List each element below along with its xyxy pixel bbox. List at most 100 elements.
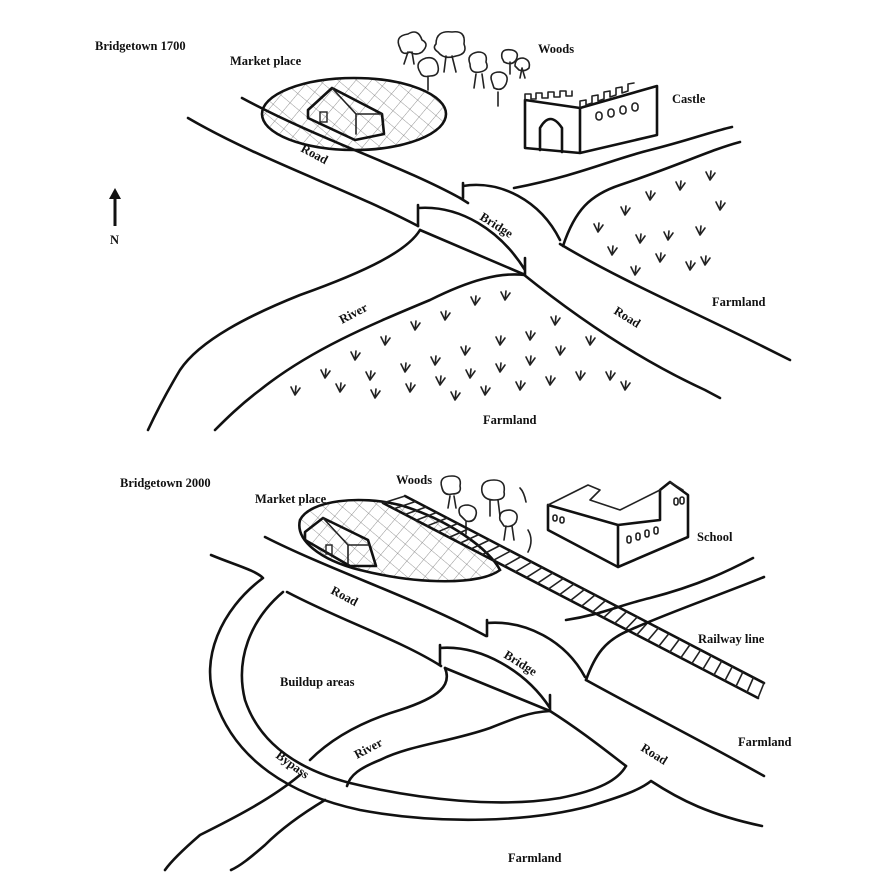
bypass-outer-edge xyxy=(208,553,764,828)
road-2000-bridge-span xyxy=(443,666,552,713)
crop-tuft-icon xyxy=(370,388,381,399)
railway-tie xyxy=(635,621,649,636)
railway-tie xyxy=(724,665,734,682)
crop-tuft-icon xyxy=(575,370,586,381)
railway-tie xyxy=(547,577,565,590)
river-label: River xyxy=(337,300,370,327)
map-2000: Bridgetown 2000 Market place Woods Schoo… xyxy=(120,473,792,872)
crop-tuft-icon xyxy=(495,335,506,346)
railway-tie xyxy=(668,638,681,653)
railway-tie xyxy=(679,643,691,659)
crop-tuft-icon xyxy=(410,320,421,331)
railway-tie xyxy=(514,561,533,573)
railway-tie xyxy=(691,649,702,665)
railway-tie xyxy=(536,572,554,585)
castle-label: Castle xyxy=(672,92,706,106)
bridge-1700-icon xyxy=(416,181,562,276)
farmland-east-label-2000: Farmland xyxy=(738,735,792,749)
woods-label: Woods xyxy=(538,42,574,56)
farmland-east-label: Farmland xyxy=(712,295,766,309)
farmland-south-label: Farmland xyxy=(483,413,537,427)
market-place-2000 xyxy=(298,498,502,583)
woods-1700-icon xyxy=(397,30,531,107)
crop-tuft-icon xyxy=(705,170,716,181)
crop-tuft-icon xyxy=(350,350,361,361)
river-1700-east-bank xyxy=(561,140,742,248)
crop-tuft-icon xyxy=(555,345,566,356)
railway-tie xyxy=(404,506,427,516)
crop-tuft-icon xyxy=(605,370,616,381)
bypass-label: Bypass xyxy=(273,748,312,781)
railway-tie xyxy=(646,627,660,642)
railway-tie xyxy=(735,671,744,688)
railway-tie xyxy=(470,539,491,550)
crop-tuft-icon xyxy=(470,295,481,306)
farmland-south-label-2000: Farmland xyxy=(508,851,562,865)
crop-tuft-icon xyxy=(500,290,511,301)
railway-tie xyxy=(415,511,438,522)
crop-tuft-icon xyxy=(405,382,416,393)
map-1700: Bridgetown 1700 N Market place Woods xyxy=(95,30,792,432)
river-label-2000: River xyxy=(352,735,385,762)
railway-tie xyxy=(569,588,586,602)
crop-tuft-icon xyxy=(645,190,656,201)
bypass-inner-edge xyxy=(240,590,628,804)
crop-tuft-icon xyxy=(365,370,376,381)
crop-tuft-icon xyxy=(450,390,461,401)
crop-tuft-icon xyxy=(430,355,441,366)
bridge-2000-icon xyxy=(438,618,587,713)
road-1700-south-edge xyxy=(186,116,722,400)
road-west-label-2000: Road xyxy=(329,583,361,609)
crop-tuft-icon xyxy=(480,385,491,396)
road-2000-north-edge xyxy=(263,535,766,778)
railway-tie xyxy=(624,616,639,630)
road-2000-south-edge xyxy=(285,590,628,768)
crop-tuft-icon xyxy=(593,222,604,233)
crop-tuft-icon xyxy=(635,233,646,244)
railway-tie xyxy=(393,500,417,510)
crop-tuft-icon xyxy=(525,330,536,341)
crop-tuft-icon xyxy=(620,205,631,216)
map-2000-title: Bridgetown 2000 xyxy=(120,476,211,490)
crop-tuft-icon xyxy=(435,375,446,386)
crop-tuft-icon xyxy=(335,382,346,393)
crop-tuft-icon xyxy=(620,380,631,391)
school-icon xyxy=(546,480,690,569)
north-arrow-icon xyxy=(109,188,121,226)
river-2000-west-bank xyxy=(163,666,449,872)
market-place-label: Market place xyxy=(230,54,302,68)
crop-tuft-icon xyxy=(460,345,471,356)
road-1700-north-edge xyxy=(240,96,792,362)
crop-tuft-icon xyxy=(695,225,706,236)
river-1700-south-bank xyxy=(213,273,527,432)
crop-tuft-icon xyxy=(440,310,451,321)
crop-tuft-icon xyxy=(320,368,331,379)
railway-tie xyxy=(702,654,713,671)
railway-tie xyxy=(382,495,406,504)
railway-tie xyxy=(492,550,512,562)
crop-tuft-icon xyxy=(685,260,696,271)
railway-tie xyxy=(613,610,628,625)
crop-tuft-icon xyxy=(550,315,561,326)
crop-tuft-icon xyxy=(675,180,686,191)
railway-tie xyxy=(713,660,723,676)
school-label: School xyxy=(697,530,733,544)
crop-tuft-icon xyxy=(655,252,666,263)
crop-tuft-icon xyxy=(700,255,711,266)
farmland-crops-1700 xyxy=(290,170,726,401)
river-1700-west-bank xyxy=(146,228,422,432)
crop-tuft-icon xyxy=(715,200,726,211)
market-place-1700 xyxy=(260,76,448,152)
crop-tuft-icon xyxy=(585,335,596,346)
woods-label-2000: Woods xyxy=(396,473,432,487)
crop-tuft-icon xyxy=(515,380,526,391)
railway-tie xyxy=(448,528,470,539)
railway-tie xyxy=(580,594,596,608)
railway-tie xyxy=(459,533,480,544)
crop-tuft-icon xyxy=(380,335,391,346)
railway-tie xyxy=(746,676,755,694)
north-label: N xyxy=(110,233,119,247)
railway-tie xyxy=(503,555,522,567)
railway-tie xyxy=(757,682,765,699)
